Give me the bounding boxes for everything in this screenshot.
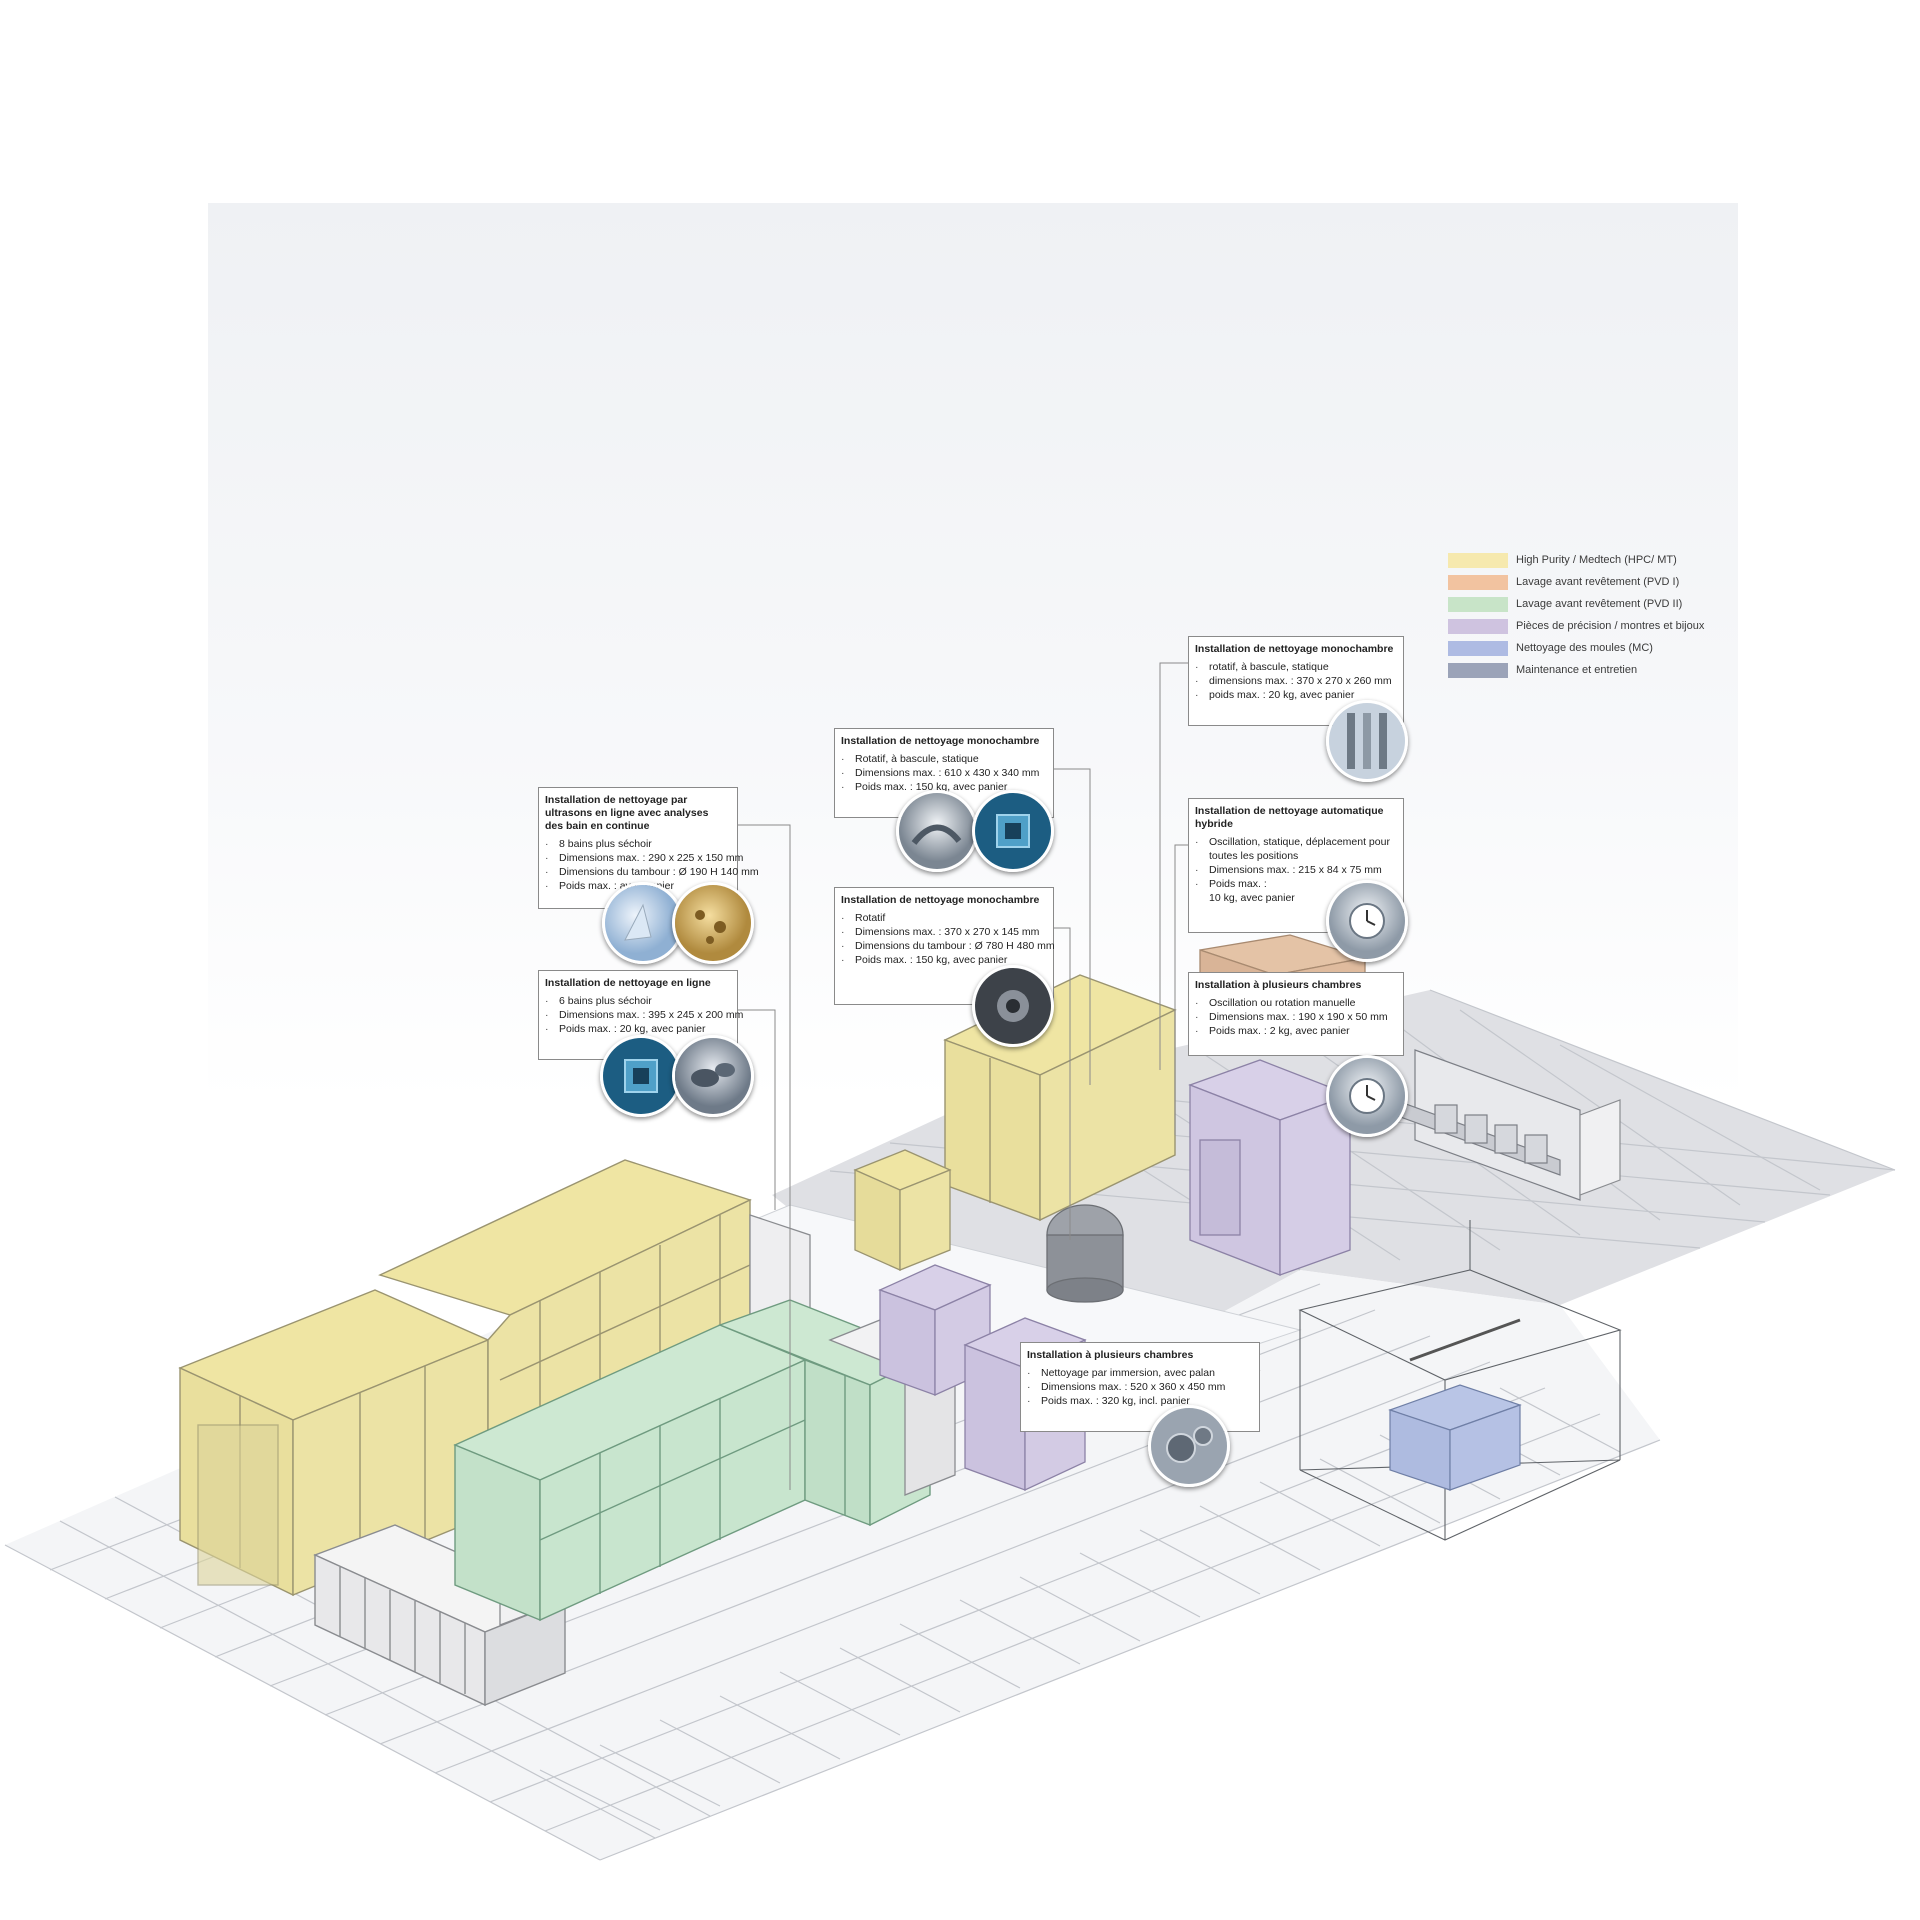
callout-multichamber-2: Installation à plusieurs chambres ·Netto…	[1020, 1342, 1260, 1432]
callout-line: ·dimensions max. : 370 x 270 x 260 mm	[1195, 674, 1392, 687]
legend-swatch-pvd1	[1448, 574, 1508, 590]
callout-line: ·Poids max. : 2 kg, avec panier	[1195, 1024, 1350, 1037]
maintenance-tanks	[1388, 1318, 1522, 1491]
callout-line: ·Poids max. : 20 kg, avec panier	[545, 1022, 706, 1035]
callout-line: ·Oscillation, statique, déplacement pour	[1195, 836, 1390, 849]
callout-line: ·Dimensions max. : 395 x 245 x 200 mm	[545, 1008, 744, 1021]
callout-line: ·Dimensions max. : 370 x 270 x 145 mm	[841, 925, 1040, 938]
callout-line: ·Poids max. : 320 kg, incl. panier	[1027, 1394, 1190, 1407]
callout-line: ·Rotatif, à bascule, statique	[841, 753, 979, 766]
photo-drill-bits-icon	[1326, 700, 1408, 782]
callout-line: ·Dimensions max. : 290 x 225 x 150 mm	[545, 852, 744, 865]
legend-label: Pièces de précision / montres et bijoux	[1516, 620, 1705, 632]
callout-monochamber-1: Installation de nettoyage monochambre ·R…	[834, 728, 1054, 818]
callout-line: ·Nettoyage par immersion, avec palan	[1027, 1367, 1215, 1380]
callout-ultrasonic-line: Installation de nettoyage par ultrasons …	[538, 787, 759, 909]
legend: High Purity / Medtech (HPC/ MT) Lavage a…	[1448, 549, 1788, 681]
photo-metal-parts-icon	[672, 1035, 754, 1117]
callout-hybrid-cleaning: Installation de nettoyage automatique hy…	[1188, 798, 1404, 933]
callout-line: ·poids max. : 20 kg, avec panier	[1195, 688, 1355, 701]
legend-label: Lavage avant revêtement (PVD I)	[1516, 576, 1680, 588]
legend-swatch-mc	[1448, 640, 1508, 656]
callout-line: toutes les positions	[1209, 850, 1299, 863]
callout-line: 10 kg, avec panier	[1209, 891, 1295, 904]
legend-item-pvd1: Lavage avant revêtement (PVD I)	[1448, 571, 1788, 593]
callout-line: ·Dimensions du tambour : Ø 780 H 480 mm	[841, 939, 1055, 952]
photo-watch-icon	[1326, 880, 1408, 962]
callout-line: ·Dimensions du tambour : Ø 190 H 140 mm	[545, 866, 759, 879]
callout-line: ·Poids max. :	[1195, 877, 1267, 890]
legend-item-mc: Nettoyage des moules (MC)	[1448, 637, 1788, 659]
callout-line: ·Poids max. : 150 kg, avec panier	[841, 953, 1008, 966]
callout-line: ·Rotatif	[841, 912, 886, 925]
legend-label: Maintenance et entretien	[1516, 664, 1638, 676]
callout-title: Installation de nettoyage monochambre	[841, 735, 1040, 747]
callout-line: ·8 bains plus séchoir	[545, 838, 652, 851]
callout-line: ·6 bains plus séchoir	[545, 995, 652, 1008]
legend-label: High Purity / Medtech (HPC/ MT)	[1516, 554, 1677, 566]
callout-line: ·Dimensions max. : 215 x 84 x 75 mm	[1195, 863, 1382, 876]
callout-title: Installation de nettoyage automatique hy…	[1195, 805, 1384, 831]
callout-title: Installation de nettoyage monochambre	[841, 894, 1040, 906]
legend-label: Lavage avant revêtement (PVD II)	[1516, 598, 1683, 610]
callout-monochamber-2: Installation de nettoyage monochambre ·R…	[834, 887, 1055, 1005]
callout-line: ·Dimensions max. : 190 x 190 x 50 mm	[1195, 1010, 1388, 1023]
photo-watch-icon	[1326, 1055, 1408, 1137]
legend-swatch-precision	[1448, 618, 1508, 634]
photo-chip-icon	[600, 1035, 682, 1117]
callout-line: ·Dimensions max. : 610 x 430 x 340 mm	[841, 766, 1040, 779]
drum-machine	[1046, 1204, 1124, 1303]
photo-chrome-parts-icon	[896, 790, 978, 872]
photo-mechanism-icon	[972, 965, 1054, 1047]
photo-chip-icon	[972, 790, 1054, 872]
multichamber-bench	[1394, 1049, 1581, 1201]
callout-multichamber-1: Installation à plusieurs chambres ·Oscil…	[1188, 972, 1404, 1056]
photo-gold-parts-icon	[672, 882, 754, 964]
callout-line: ·Oscillation ou rotation manuelle	[1195, 997, 1356, 1010]
legend-swatch-maintenance	[1448, 662, 1508, 678]
callout-title: Installation de nettoyage en ligne	[545, 977, 711, 989]
callout-leader-lines	[738, 662, 1261, 1490]
callout-line: ·Poids max. : 150 kg, avec panier	[841, 780, 1008, 793]
hpc-small-unit	[853, 1149, 952, 1272]
callout-title: Installation à plusieurs chambres	[1027, 1349, 1194, 1361]
callout-line: ·Dimensions max. : 520 x 360 x 450 mm	[1027, 1380, 1226, 1393]
hpc-monochamber-cabinet	[943, 974, 1177, 1222]
callout-title: Installation à plusieurs chambres	[1195, 979, 1362, 991]
legend-swatch-pvd2	[1448, 596, 1508, 612]
legend-item-hpc: High Purity / Medtech (HPC/ MT)	[1448, 549, 1788, 571]
legend-item-pvd2: Lavage avant revêtement (PVD II)	[1448, 593, 1788, 615]
hpc-cleanroom-left	[178, 1289, 490, 1597]
callout-title: Installation de nettoyage par ultrasons …	[545, 794, 709, 833]
legend-item-maintenance: Maintenance et entretien	[1448, 659, 1788, 681]
callout-title: Installation de nettoyage monochambre	[1195, 643, 1394, 655]
hybrid-unit	[1188, 1059, 1352, 1276]
photo-gears-icon	[1148, 1405, 1230, 1487]
legend-item-precision: Pièces de précision / montres et bijoux	[1448, 615, 1788, 637]
legend-swatch-hpc	[1448, 552, 1508, 568]
white-locker	[1579, 1099, 1621, 1196]
legend-label: Nettoyage des moules (MC)	[1516, 642, 1653, 654]
callout-line: ·rotatif, à bascule, statique	[1195, 661, 1329, 674]
